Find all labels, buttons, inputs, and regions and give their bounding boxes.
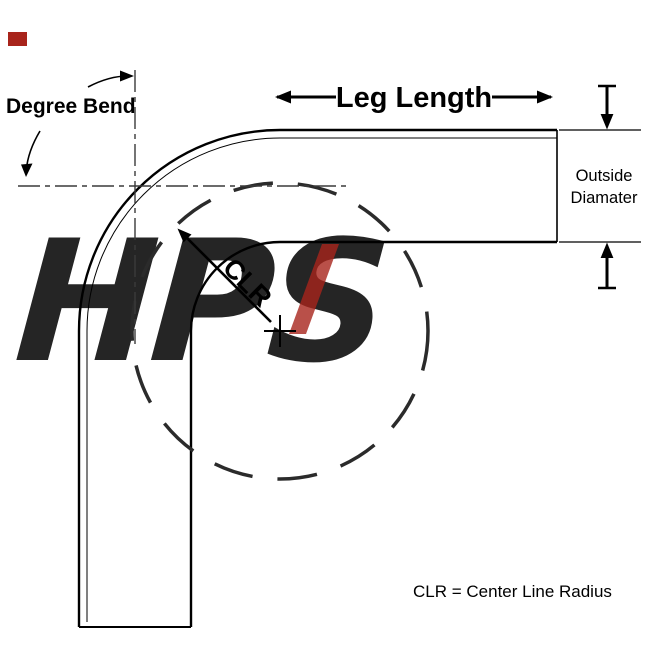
- od-label-line1: Outside: [576, 167, 633, 185]
- watermark-text: HPS: [10, 204, 390, 400]
- tube-wall-detail-line: [86, 137, 557, 622]
- degree-bend-annotation: Degree Bend: [6, 70, 136, 177]
- watermark-red-mark: [8, 32, 27, 46]
- leg-length-arrowhead-left-icon: [275, 90, 291, 104]
- leg-length-label: Leg Length: [336, 82, 492, 114]
- degree-bend-arrowhead-top-icon: [120, 70, 134, 82]
- center-cross: [264, 315, 296, 347]
- watermark: HPS: [8, 32, 390, 400]
- leg-length-dimension: Leg Length: [275, 82, 553, 114]
- watermark-red-slash: [289, 244, 339, 334]
- degree-bend-label: Degree Bend: [6, 95, 136, 118]
- centerlines: [18, 70, 350, 344]
- tube-outer-contour: [77, 128, 557, 627]
- od-arrowhead-up-icon: [600, 242, 614, 258]
- od-arrowhead-down-icon: [600, 114, 614, 130]
- clr-dashed-circle: [130, 181, 430, 481]
- od-label-line2: Diamater: [571, 189, 638, 207]
- degree-bend-arrowhead-left-icon: [21, 163, 33, 177]
- clr-caption: CLR = Center Line Radius: [413, 582, 612, 601]
- clr-arrow-line: [185, 236, 272, 323]
- outside-diameter-dimension: Outside Diamater: [559, 84, 641, 290]
- leg-length-arrowhead-right-icon: [537, 90, 553, 104]
- clr-arrowhead-icon: [177, 228, 192, 243]
